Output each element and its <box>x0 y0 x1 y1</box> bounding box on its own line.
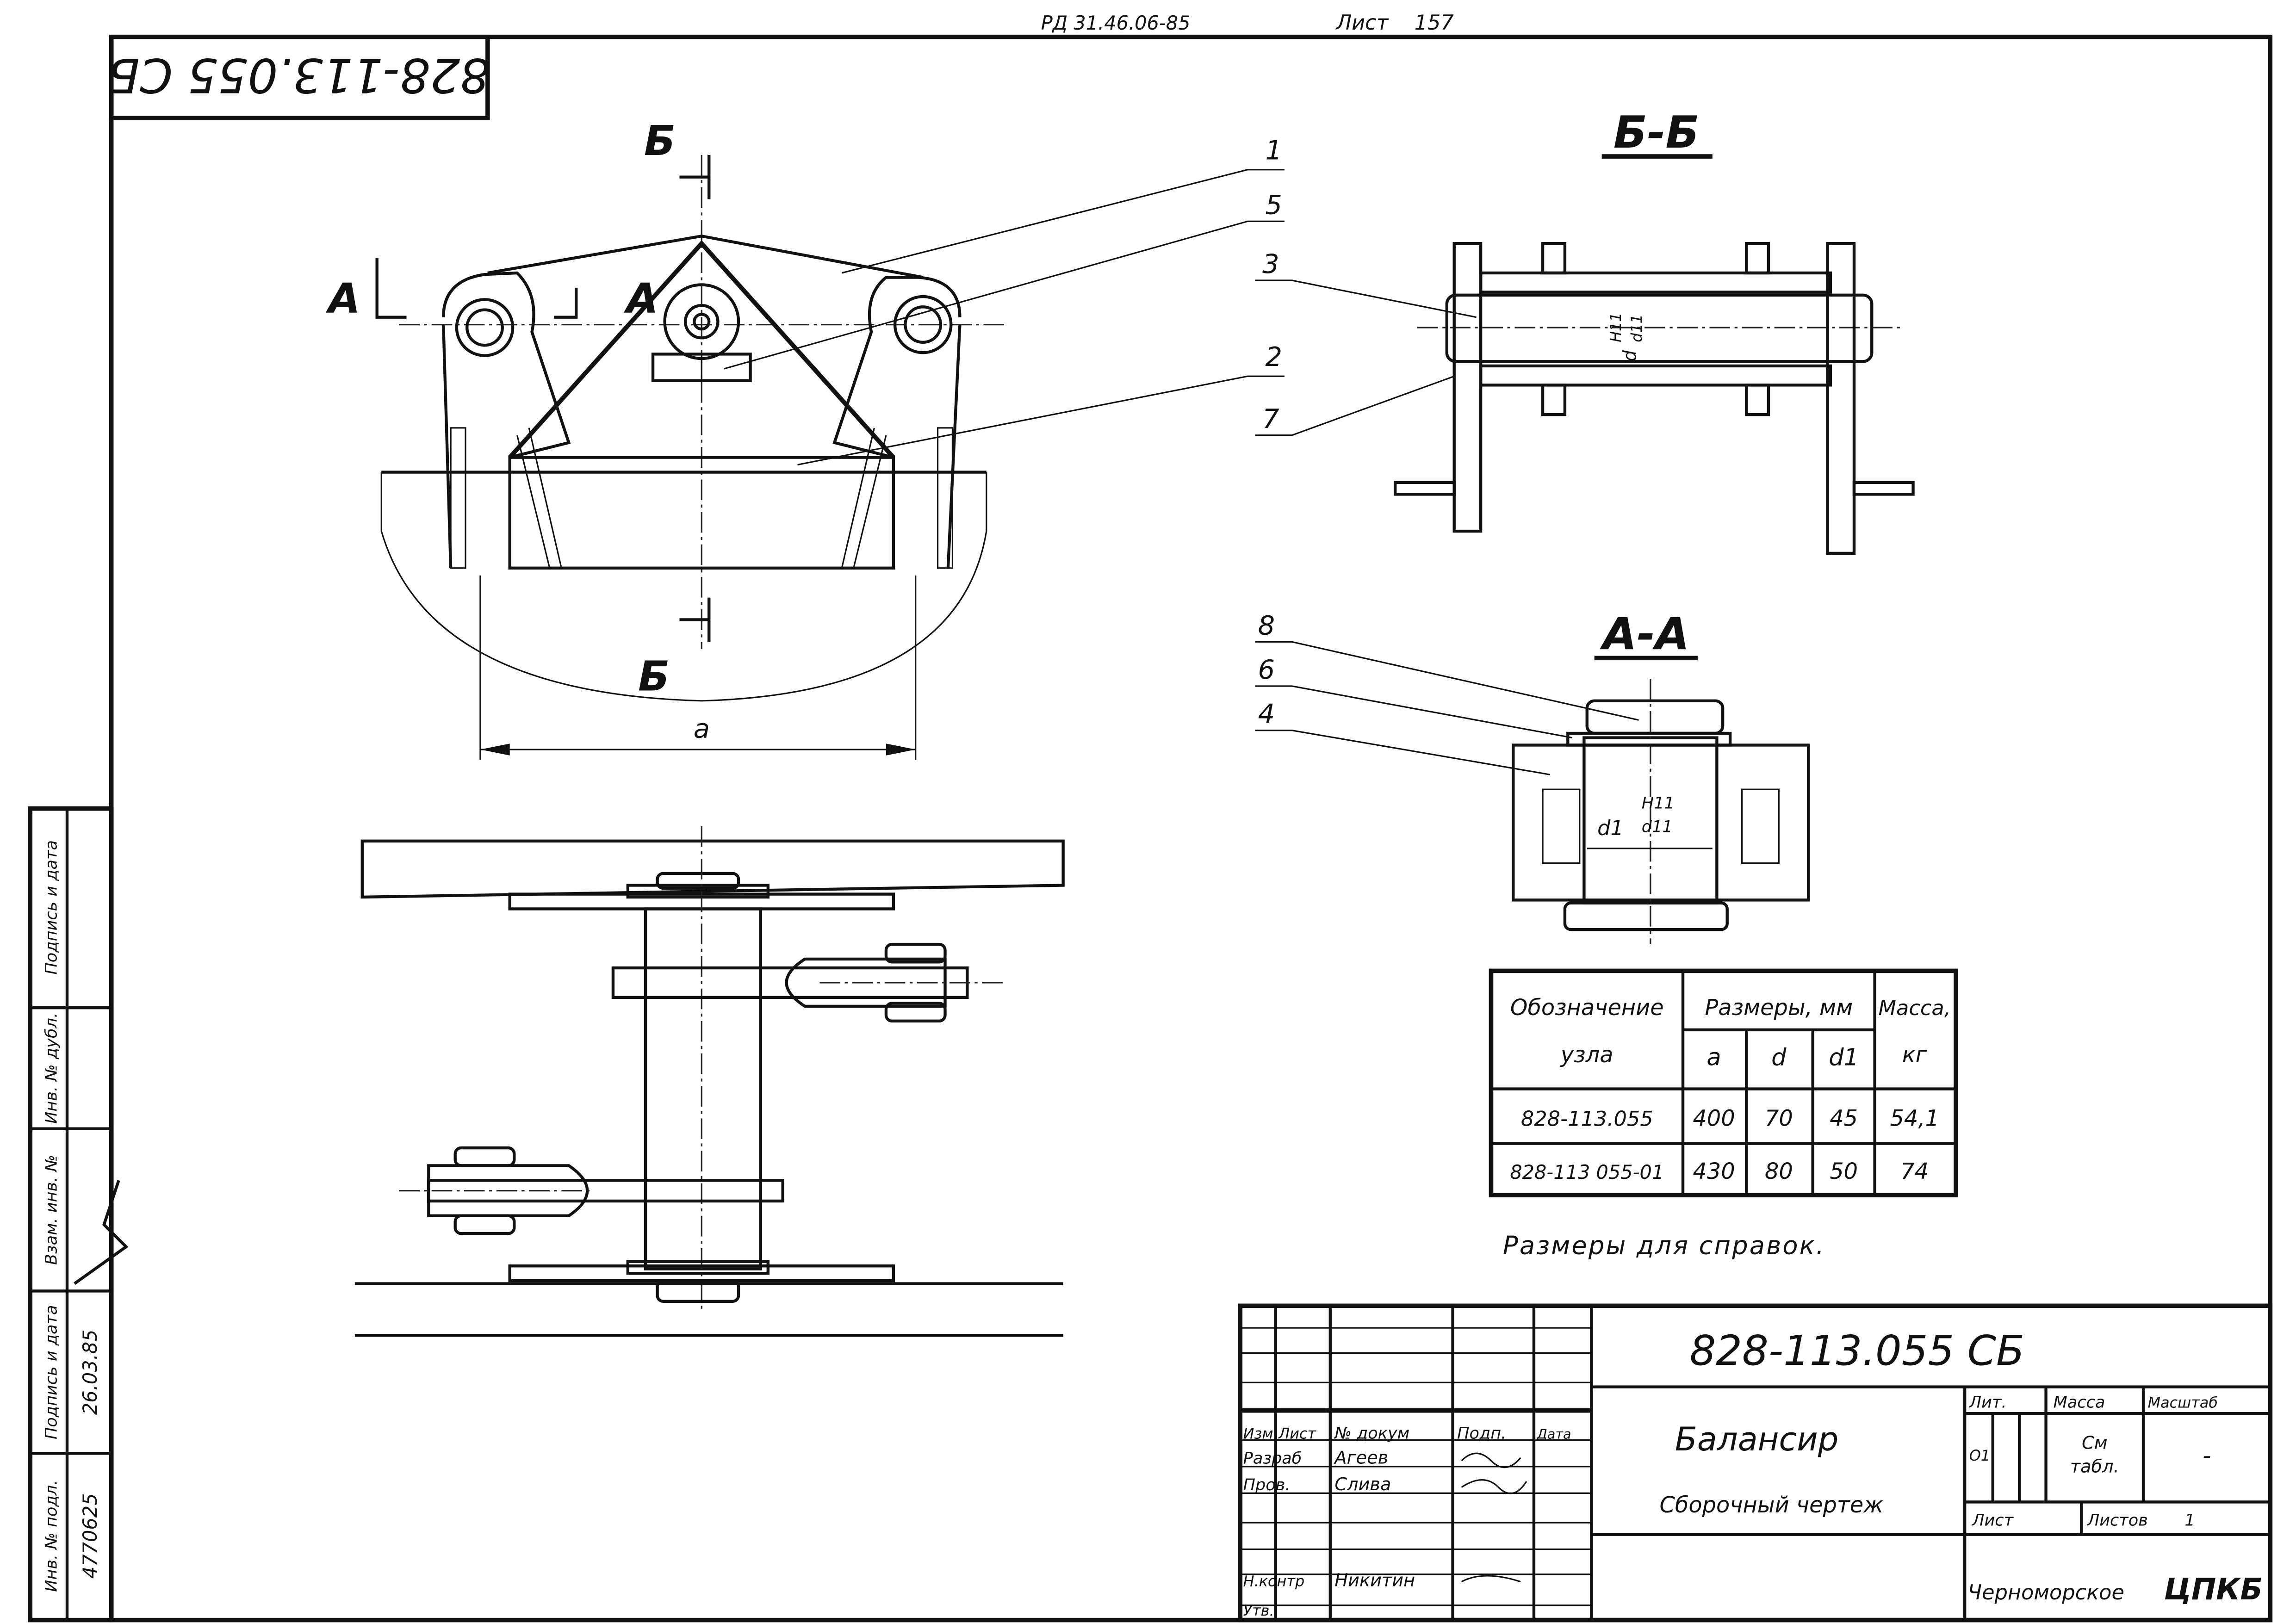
row-1-d1: 45 <box>1830 1106 1858 1131</box>
role-approver: Утв. <box>1243 1602 1274 1619</box>
plan-view <box>354 826 1065 1337</box>
callout-4: 4 <box>1258 699 1275 730</box>
header-designation-2: узла <box>1560 1042 1613 1068</box>
cut-mark-a-right: А <box>624 275 658 323</box>
fit-d-label: d <box>1620 350 1640 361</box>
signature-mark <box>74 1180 129 1285</box>
strip-value-inventory: 4770625 <box>79 1493 101 1579</box>
header-d1: d1 <box>1829 1044 1859 1072</box>
fit-lower-bb: d11 <box>1628 314 1645 342</box>
table-row: 828-113.055 400 70 45 54,1 <box>1521 1106 1939 1131</box>
cut-mark-b-bottom: Б <box>638 652 670 700</box>
row-2-d1: 50 <box>1830 1159 1858 1184</box>
section-aa-title: А-А <box>1599 608 1689 660</box>
table-note: Размеры для справок. <box>1503 1231 1825 1260</box>
sheet-frame <box>109 34 2273 1623</box>
header-dimensions: Размеры, мм <box>1705 995 1853 1021</box>
fit-upper-bb: H11 <box>1607 312 1625 342</box>
col-sheet: Лист <box>1278 1425 1316 1442</box>
cut-mark-b-top: Б <box>644 117 676 165</box>
role-checker: Пров. <box>1243 1475 1291 1494</box>
header-designation-1: Обозначение <box>1510 995 1664 1021</box>
header-mass-2: кг <box>1902 1042 1928 1068</box>
col-signature: Подп. <box>1457 1424 1506 1443</box>
title-block: 828-113.055 СБ Балансир Сборочный чертеж… <box>1238 1303 2273 1623</box>
callout-3: 3 <box>1262 248 1279 279</box>
title-code: 828-113.055 СБ <box>1689 1327 2024 1375</box>
strip-label-duplicate-inv: Инв. № дубл. <box>42 1013 61 1124</box>
name-checker: Слива <box>1334 1474 1391 1495</box>
front-view: Б Б А А a 1 5 2 <box>325 117 1285 760</box>
corner-stamp-code: 828-113.055 СБ <box>107 48 490 103</box>
row-1-mass: 54,1 <box>1890 1106 1939 1131</box>
document-code: РД 31.46.06-85 <box>1041 12 1191 34</box>
fit-lower-aa: d11 <box>1642 818 1673 836</box>
header-d: d <box>1771 1044 1787 1072</box>
name-norm-control: Никитин <box>1334 1570 1415 1591</box>
corner-stamp <box>109 34 490 120</box>
name-developer: Агеев <box>1333 1448 1388 1468</box>
mass-value-1: См <box>2082 1433 2108 1454</box>
scale-label: Масштаб <box>2148 1394 2218 1411</box>
strip-label-replacement-inv: Взам. инв. № <box>42 1155 61 1265</box>
signatures <box>1461 1452 1527 1583</box>
callout-6: 6 <box>1258 654 1275 685</box>
row-1-d: 70 <box>1765 1106 1793 1131</box>
section-b-b: Б-Б d H11 d11 3 7 <box>1255 106 1915 555</box>
table-row: 828-113 055-01 430 80 50 74 <box>1510 1159 1929 1184</box>
dimension-a-label: a <box>694 713 710 744</box>
sheet-number: 157 <box>1415 11 1454 35</box>
row-1-designation: 828-113.055 <box>1521 1107 1653 1131</box>
cut-mark-a-left: А <box>325 275 360 323</box>
title-name: Балансир <box>1675 1420 1839 1458</box>
strip-label-original-inv: Инв. № подл. <box>42 1480 61 1592</box>
callout-8: 8 <box>1258 610 1275 641</box>
sheets-label: Листов <box>2086 1511 2148 1530</box>
strip-value-date: 26.03.85 <box>79 1330 101 1415</box>
header-a: a <box>1706 1044 1721 1072</box>
dimensions-table: Обозначение узла Размеры, мм Масса, кг a… <box>1489 968 1958 1260</box>
row-1-a: 400 <box>1693 1106 1735 1131</box>
lit-label: Лит. <box>1968 1393 2007 1412</box>
mass-label: Масса <box>2054 1393 2105 1412</box>
callout-2: 2 <box>1266 341 1283 372</box>
col-date: Дата <box>1536 1426 1571 1442</box>
lit-value: О1 <box>1969 1447 1990 1464</box>
col-change: Изм <box>1243 1425 1273 1442</box>
col-doc-number: № докум <box>1334 1424 1409 1443</box>
section-bb-title: Б-Б <box>1613 106 1700 158</box>
role-norm-control: Н.контр <box>1243 1572 1305 1590</box>
strip-label-signature-date-2: Подпись и дата <box>42 1305 61 1440</box>
mass-value-2: табл. <box>2070 1456 2119 1477</box>
sheet-label-tb: Лист <box>1971 1511 2014 1530</box>
organization-code: ЦПКБ <box>2164 1573 2263 1607</box>
scale-value: - <box>2203 1443 2211 1470</box>
fit-d1-label: d1 <box>1597 816 1624 840</box>
row-2-d: 80 <box>1765 1159 1793 1184</box>
row-2-a: 430 <box>1693 1159 1735 1184</box>
row-2-mass: 74 <box>1900 1159 1929 1184</box>
callout-7: 7 <box>1262 403 1279 434</box>
row-2-designation: 828-113 055-01 <box>1510 1161 1664 1183</box>
header-mass-1: Масса, <box>1879 996 1951 1020</box>
left-strip: Подпись и дата Инв. № дубл. Взам. инв. №… <box>28 806 129 1623</box>
sheet-header: РД 31.46.06-85 Лист 157 <box>1041 11 1454 35</box>
callout-1: 1 <box>1266 135 1283 166</box>
section-a-a: А-А d1 H11 d11 8 6 4 <box>1255 608 1810 945</box>
sheets-value: 1 <box>2184 1511 2195 1530</box>
fit-upper-aa: H11 <box>1642 794 1675 813</box>
sheet-label: Лист <box>1335 11 1390 35</box>
strip-label-signature-date-1: Подпись и дата <box>42 840 61 975</box>
organization: Черноморское <box>1968 1580 2124 1604</box>
role-developer: Разраб <box>1243 1449 1302 1468</box>
title-doc-type: Сборочный чертеж <box>1660 1493 1884 1518</box>
callout-5: 5 <box>1266 189 1283 220</box>
